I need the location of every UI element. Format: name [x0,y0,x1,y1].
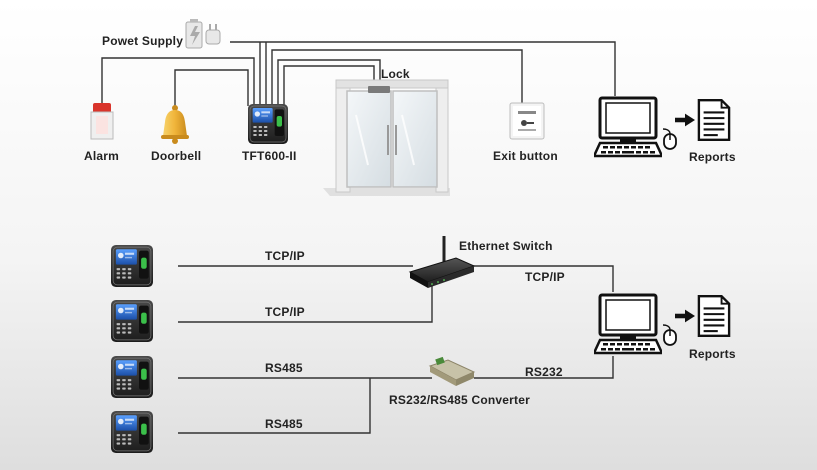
link-label-1: TCP/IP [265,249,305,263]
alarm-label: Alarm [84,149,120,163]
wire-lock-b [283,65,375,106]
ethernet-switch-icon [408,236,476,288]
arrow-bottom-icon [675,309,695,323]
wire-alarm [101,57,255,106]
computer-bottom-icon [594,293,662,355]
report-icon [697,98,731,142]
lock-label: Lock [381,67,410,81]
top-wiring [101,41,616,106]
switch-uplink-wire [472,265,614,292]
power-supply-icon [185,19,221,49]
link-label-3: RS485 [265,361,303,375]
wire-doorbell [174,69,249,106]
doorbell-icon [161,105,189,144]
computer-icon [594,96,662,158]
converter-icon [428,356,476,386]
report-bottom-icon [697,294,731,338]
mouse-icon [662,128,677,150]
mouse-bottom-icon [662,324,677,346]
wire-exit-button [271,49,523,106]
reports-label-top: Reports [689,150,736,164]
wire-lock-a [277,59,381,106]
tft600-device-icon [247,104,289,144]
bottom-wiring [178,237,614,434]
ethernet-switch-label: Ethernet Switch [459,239,553,253]
uplink-tcpip-label: TCP/IP [525,270,565,284]
rs485-wire-2 [178,378,371,434]
power-supply-label: Powet Supply [102,34,184,48]
terminal-4-icon [110,411,154,453]
alarm-icon [90,103,114,140]
terminal-3-icon [110,356,154,398]
terminal-2-icon [110,300,154,342]
exit-button-icon [509,102,545,140]
link-label-2: TCP/IP [265,305,305,319]
arrow-icon [675,113,695,127]
wire-to-computer [275,41,616,96]
tcpip-wire-2 [178,284,433,323]
exit-button-label: Exit button [493,149,558,163]
reports-label-bottom: Reports [689,347,736,361]
converter-label: RS232/RS485 Converter [389,393,530,407]
device-label: TFT600-II [242,149,297,163]
link-label-4: RS485 [265,417,303,431]
terminal-1-icon [110,245,154,287]
uplink-rs232-label: RS232 [525,365,563,379]
rs232-wire [474,356,614,379]
lock-icon [368,86,390,93]
doorbell-label: Doorbell [151,149,202,163]
door-icon [323,79,450,196]
